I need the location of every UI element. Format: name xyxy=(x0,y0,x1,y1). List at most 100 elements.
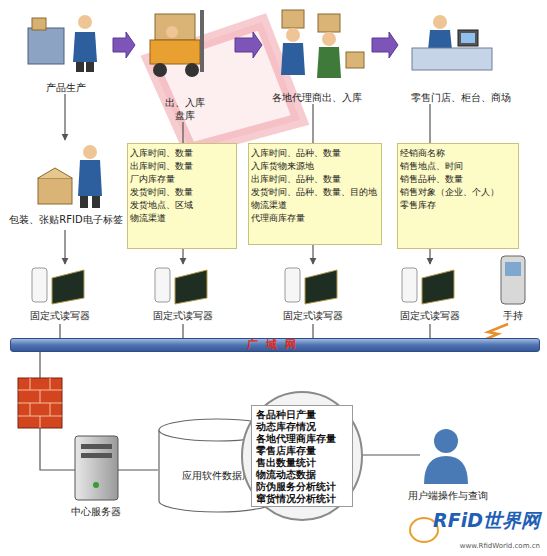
node-text: 物流动态数据 xyxy=(256,469,348,481)
box xyxy=(38,178,72,204)
worker-body xyxy=(78,160,102,196)
antenna xyxy=(402,268,417,302)
node-text: 出库时间、数量 xyxy=(130,160,234,173)
brick-lines xyxy=(18,378,62,428)
network-name: 广域网 xyxy=(247,339,304,351)
database-line xyxy=(118,469,158,470)
antenna xyxy=(155,268,170,302)
person-head xyxy=(286,28,300,42)
fixed-reader xyxy=(285,268,337,304)
statistics-list: 各品种日产量动态库存情况各地代理商库存量零售店库存量售出数量统计物流动态数据防伪… xyxy=(251,405,353,507)
server-caption: 中心服务器 xyxy=(60,506,132,518)
node-text: 零售库存 xyxy=(400,199,516,212)
worker-leg xyxy=(92,196,100,208)
box xyxy=(318,14,340,32)
person-body xyxy=(317,47,341,78)
fixed-reader xyxy=(155,268,207,304)
flow-arrow xyxy=(235,32,262,58)
worker-leg xyxy=(86,62,94,72)
reader-board xyxy=(52,270,84,304)
node-text: 各品种日产量 xyxy=(256,409,348,421)
packaging-illustration xyxy=(38,145,102,208)
network-line xyxy=(312,324,313,338)
node-text: 物流渠道 xyxy=(251,199,379,212)
flow-line xyxy=(312,245,313,264)
worker-head xyxy=(83,145,97,159)
stage-illustration: 产品生产 xyxy=(18,4,113,94)
stage-caption: 零售门店、柜台、商场 xyxy=(411,91,511,104)
process-caption: 包装、张贴RFID电子标签 xyxy=(0,214,132,226)
stage-caption: 产品生产 xyxy=(46,81,86,94)
node-text: 发货时间、品种、数量、目的地 xyxy=(251,186,379,199)
network-line xyxy=(182,324,183,338)
flow-line xyxy=(64,230,65,264)
monitor xyxy=(458,30,478,46)
fixed-reader xyxy=(32,268,84,304)
node-text: 销售对象（企业、个人） xyxy=(400,186,516,199)
handheld-reader xyxy=(501,256,525,304)
person-head xyxy=(322,32,336,46)
reader-caption: 固定式读写器 xyxy=(395,310,465,322)
box-flap xyxy=(38,168,72,178)
handheld-body xyxy=(501,256,525,304)
node-text: 应用软件数据库 xyxy=(182,469,252,483)
server-line xyxy=(40,428,75,470)
node-text: 售出数量统计 xyxy=(256,457,348,469)
info-box: 经销商名称销售地点、时间销售品种、数量销售对象（企业、个人）零售库存 xyxy=(397,143,519,249)
box xyxy=(282,10,304,28)
node-text: 发货地点、区域 xyxy=(130,199,234,212)
handheld-caption: 手持 xyxy=(493,310,533,322)
stage-illustration: 零售门店、柜台、商场 xyxy=(398,4,523,104)
node-text: 入库时间、品种、数量 xyxy=(251,147,379,160)
node-text: 销售品种、数量 xyxy=(400,173,516,186)
watermark-logo: RFiD世界网 xyxy=(400,514,540,526)
node-text: 代理商库存量 xyxy=(251,212,379,225)
user-body xyxy=(424,456,468,484)
node-text: 经销商名称 xyxy=(400,147,516,160)
reader-caption: 固定式读写器 xyxy=(148,310,218,322)
reader-board xyxy=(422,270,454,304)
wheel xyxy=(185,63,199,77)
network-band: 广域网 xyxy=(10,338,540,352)
flow-line xyxy=(64,94,65,140)
box xyxy=(32,18,46,30)
server-symbol xyxy=(75,436,118,500)
node-text: 动态库存情况 xyxy=(256,421,348,433)
power-light xyxy=(93,482,99,488)
stage-caption: 各地代理商出、入库 xyxy=(272,91,362,104)
server-case xyxy=(75,436,118,500)
flow-line xyxy=(182,122,183,143)
node-text: 各地代理商库存量 xyxy=(256,433,348,445)
antenna xyxy=(32,268,47,302)
reader-symbols xyxy=(32,256,525,346)
stage-illustration: 出、入库 盘库 xyxy=(135,4,235,122)
stage-illustration: 各地代理商出、入库 xyxy=(262,4,372,104)
firewall-wall xyxy=(18,378,62,428)
box xyxy=(346,52,364,68)
flow-line xyxy=(429,104,430,143)
user-symbol xyxy=(424,429,468,484)
network-line xyxy=(429,324,430,338)
node-text: 销售地点、时间 xyxy=(400,160,516,173)
user-head xyxy=(434,429,458,453)
handheld-screen xyxy=(505,262,521,276)
user-line xyxy=(355,454,420,455)
network-line xyxy=(39,352,40,378)
worker-leg xyxy=(76,62,84,72)
node-text: 入库货物来源地 xyxy=(251,160,379,173)
node-text: 零售店库存量 xyxy=(256,445,348,457)
person-body xyxy=(281,43,305,75)
worker-body xyxy=(73,32,97,62)
counter xyxy=(412,48,492,70)
worker-head xyxy=(78,15,92,29)
flow-arrow xyxy=(113,32,135,58)
node-text: 厂内库存量 xyxy=(130,173,234,186)
stage-caption: 出、入库 盘库 xyxy=(161,96,209,122)
flow-line xyxy=(182,249,183,264)
forklift-mast xyxy=(200,10,204,72)
production-illustration xyxy=(28,15,97,72)
worker-leg xyxy=(80,196,88,208)
node-text: 出库时间、品种、数量 xyxy=(251,173,379,186)
agents-illustration xyxy=(281,10,364,78)
